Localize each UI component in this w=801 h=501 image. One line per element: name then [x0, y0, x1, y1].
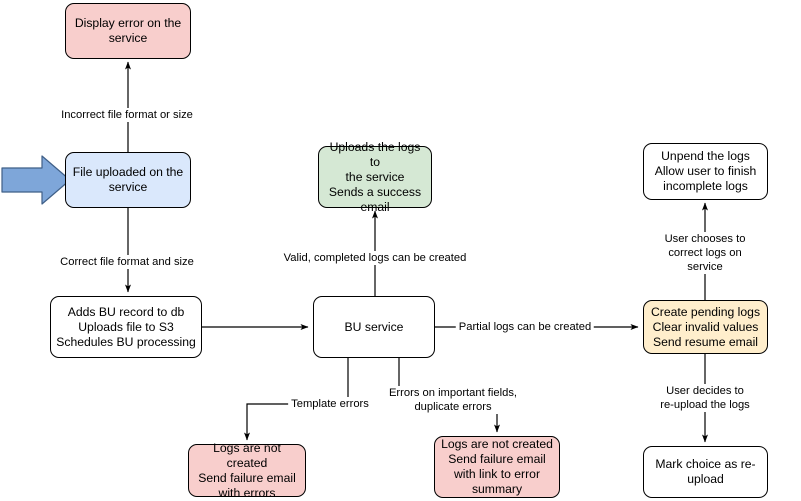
- edge-label-partial-logs: Partial logs can be created: [455, 320, 595, 334]
- node-logs-not-created-error-summary[interactable]: Logs are not created Send failure email …: [434, 436, 560, 498]
- entry-arrow-icon: [1, 155, 71, 205]
- node-uploads-the-logs[interactable]: Uploads the logs to the service Sends a …: [318, 140, 432, 214]
- node-logs-not-created-with-errors[interactable]: Logs are not created Send failure email …: [188, 441, 306, 500]
- node-display-error[interactable]: Display error on the service: [65, 3, 191, 59]
- node-bu-service[interactable]: BU service: [313, 296, 435, 358]
- edge-label-valid-completed-logs: Valid, completed logs can be created: [280, 251, 470, 265]
- edge-label-correct-file-format: Correct file format and size: [57, 255, 197, 269]
- edge-label-template-errors: Template errors: [288, 397, 372, 411]
- node-create-pending-logs[interactable]: Create pending logs Clear invalid values…: [643, 300, 768, 354]
- edge-label-errors-on-important-fields: Errors on important fields, duplicate er…: [385, 386, 521, 414]
- edge-label-incorrect-file-format: Incorrect file format or size: [58, 108, 196, 122]
- node-adds-bu-record[interactable]: Adds BU record to db Uploads file to S3 …: [50, 296, 202, 358]
- edge-label-user-decides-to-reupload: User decides to re-upload the logs: [657, 384, 753, 412]
- edge-label-user-chooses-to-correct: User chooses to correct logs on service: [657, 232, 753, 274]
- node-unpend-the-logs[interactable]: Unpend the logs Allow user to finish inc…: [643, 143, 768, 200]
- node-file-uploaded-on-the-service[interactable]: File uploaded on the service: [65, 152, 191, 208]
- node-mark-choice-as-reupload[interactable]: Mark choice as re- upload: [643, 446, 768, 498]
